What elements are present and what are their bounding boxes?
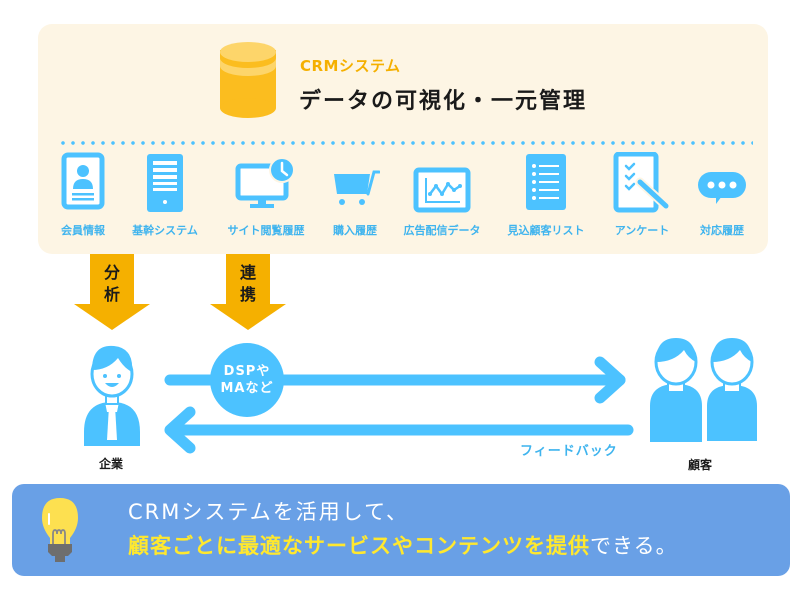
- outbound-arrowhead: [594, 356, 626, 404]
- data-source-purchase-history: 購入履歴: [330, 152, 380, 237]
- data-source-core-system: 基幹システム: [132, 152, 198, 237]
- conclusion-line2: 顧客ごとに最適なサービスやコンテンツを提供できる。: [128, 530, 678, 560]
- channel-line2: MAなど: [220, 381, 274, 396]
- line-chart-icon: [413, 167, 471, 213]
- analysis-arrow: 分析: [74, 254, 150, 330]
- data-source-label: 広告配信データ: [403, 224, 481, 237]
- crm-system-label: CRMシステム: [300, 57, 401, 75]
- channel-bubble: DSPや MAなど: [210, 343, 284, 417]
- light-bulb-icon: [42, 498, 78, 562]
- company-label: 企業: [99, 457, 124, 471]
- data-source-site-history: サイト閲覧履歴: [228, 152, 305, 237]
- server-icon: [147, 154, 183, 212]
- list-icon: [526, 154, 566, 210]
- link-label: 連携: [239, 263, 256, 304]
- conclusion-panel: [12, 484, 790, 576]
- conclusion-rest: できる。: [590, 534, 678, 558]
- data-source-label: 対応履歴: [700, 224, 744, 237]
- survey-checklist-icon: [613, 152, 671, 213]
- data-source-label: 会員情報: [61, 224, 105, 237]
- conclusion-line1: CRMシステムを活用して、: [128, 500, 410, 524]
- crm-system-panel: [38, 24, 768, 254]
- shopping-cart-icon: [334, 170, 380, 205]
- data-source-support-history: 対応履歴: [696, 152, 748, 237]
- link-arrow: 連携: [210, 254, 286, 330]
- company-person-icon: [84, 345, 140, 446]
- chat-bubble-icon: [698, 172, 746, 204]
- data-source-label: 購入履歴: [333, 224, 377, 237]
- data-source-label: 見込顧客リスト: [507, 224, 585, 237]
- customers-label: 顧客: [688, 458, 713, 472]
- crm-title: データの可視化・一元管理: [299, 89, 588, 114]
- feedback-arrowhead: [164, 406, 196, 454]
- feedback-label: フィードバック: [520, 444, 618, 459]
- monitor-clock-icon: [235, 157, 295, 208]
- conclusion-highlight: 顧客ごとに最適なサービスやコンテンツを提供: [128, 534, 590, 558]
- data-source-label: アンケート: [614, 224, 670, 237]
- down-arrow-icon: [74, 254, 150, 330]
- dotted-divider: [58, 141, 753, 145]
- data-source-survey: アンケート: [612, 152, 672, 237]
- member-card-icon: [61, 152, 105, 210]
- data-source-ad-data: 広告配信データ: [404, 152, 481, 237]
- data-source-prospect-list: 見込顧客リスト: [508, 152, 585, 237]
- database-icon: [220, 42, 276, 118]
- data-source-label: 基幹システム: [132, 224, 198, 237]
- channel-line1: DSPや: [223, 364, 271, 379]
- customers-icon: [650, 338, 759, 443]
- analysis-label-char: 分析: [103, 263, 120, 304]
- data-source-member-info: 会員情報: [58, 152, 108, 237]
- data-source-label: サイト閲覧履歴: [227, 224, 305, 237]
- down-arrow-icon: [210, 254, 286, 330]
